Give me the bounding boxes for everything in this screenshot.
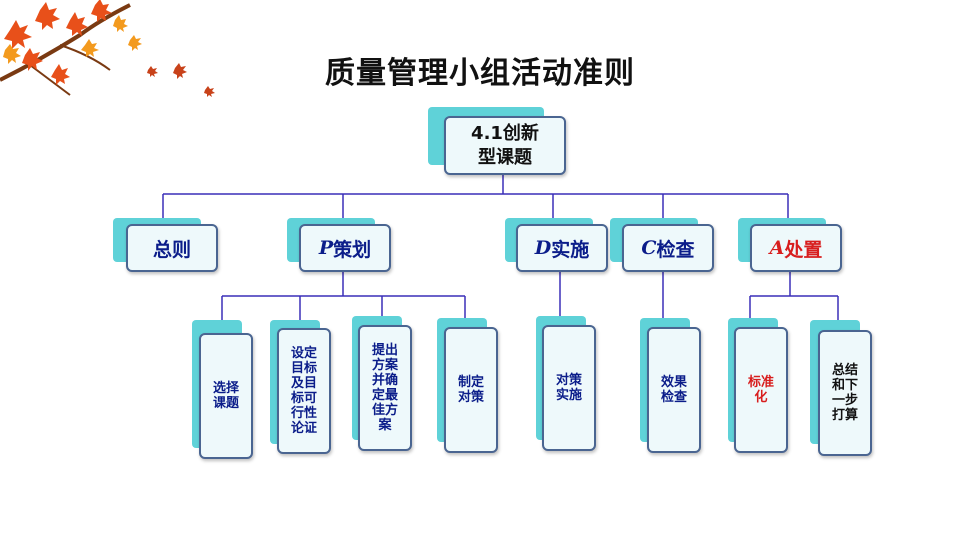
node-select-topic-label: 选择课题 [212,381,239,411]
node-do-label: 实施 [551,238,590,261]
node-check-label: 检查 [656,238,695,261]
node-standardize-label: 标准化 [747,375,774,405]
root-line2: 型课题 [478,146,532,168]
node-set-goal-label: 设定目标及目标可行性论证 [290,346,317,436]
maple-leaves-icon [0,0,215,97]
node-propose-plan-label: 提出方案并确定最佳方案 [371,343,398,433]
node-act-label: 处置 [784,238,823,261]
root-line1: 4.1创新 [471,122,539,144]
node-do-letter: D [534,237,552,259]
node-plan-letter: P [318,237,334,259]
node-plan-label: 策划 [333,238,372,261]
node-general-label: 总则 [152,238,191,261]
node-effect-check-label: 效果检查 [660,375,687,405]
node-implement-label: 对策实施 [555,373,582,403]
node-check-letter: C [641,237,657,259]
node-act-letter: A [769,237,785,259]
page-title: 质量管理小组活动准则 [325,56,635,91]
node-summary-next-label: 总结和下一步打算 [831,363,858,423]
node-make-countermeasure-label: 制定对策 [457,375,484,405]
